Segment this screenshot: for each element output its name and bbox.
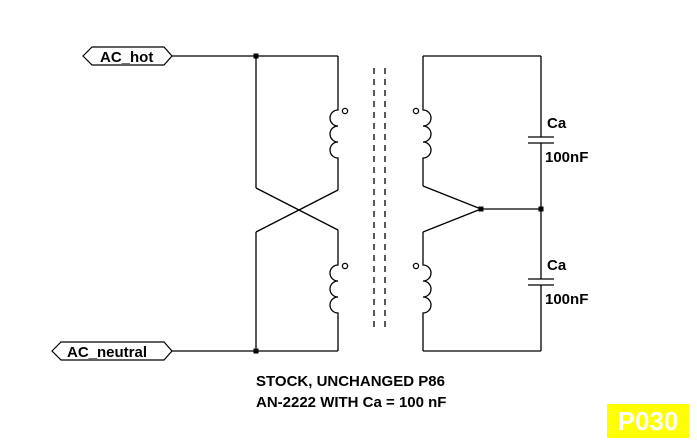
- junction-dot: [478, 206, 484, 212]
- polarity-dot: [412, 262, 420, 270]
- polarity-dot: [412, 107, 420, 115]
- input-wiring: [172, 53, 339, 354]
- caption-line-1: STOCK, UNCHANGED P86: [256, 373, 445, 390]
- secondary-winding-top: [412, 100, 432, 168]
- capacitor-top-value: 100nF: [545, 149, 588, 166]
- capacitor-top-name: Ca: [547, 115, 567, 132]
- port-ac-hot: AC_hot: [82, 46, 173, 66]
- polarity-dot: [341, 107, 349, 115]
- port-ac-hot-label: AC_hot: [100, 49, 153, 66]
- output-wiring: [422, 55, 544, 352]
- capacitor-bottom-value: 100nF: [545, 291, 588, 308]
- capacitor-top: Ca 100nF: [528, 56, 588, 209]
- junction-dot: [253, 348, 259, 354]
- polarity-dot: [341, 262, 349, 270]
- port-ac-neutral: AC_neutral: [51, 341, 173, 361]
- caption-line-2: AN-2222 WITH Ca = 100 nF: [256, 394, 447, 411]
- port-ac-neutral-label: AC_neutral: [67, 344, 147, 361]
- transformer-core: [373, 68, 386, 330]
- junction-dot: [253, 53, 259, 59]
- primary-winding-bottom: [329, 255, 349, 322]
- capacitor-bottom-name: Ca: [547, 257, 567, 274]
- secondary-winding-bottom: [412, 255, 432, 322]
- primary-winding-top: [329, 100, 349, 168]
- capacitor-bottom: Ca 100nF: [528, 209, 588, 351]
- figure-id-badge: P030: [607, 404, 689, 438]
